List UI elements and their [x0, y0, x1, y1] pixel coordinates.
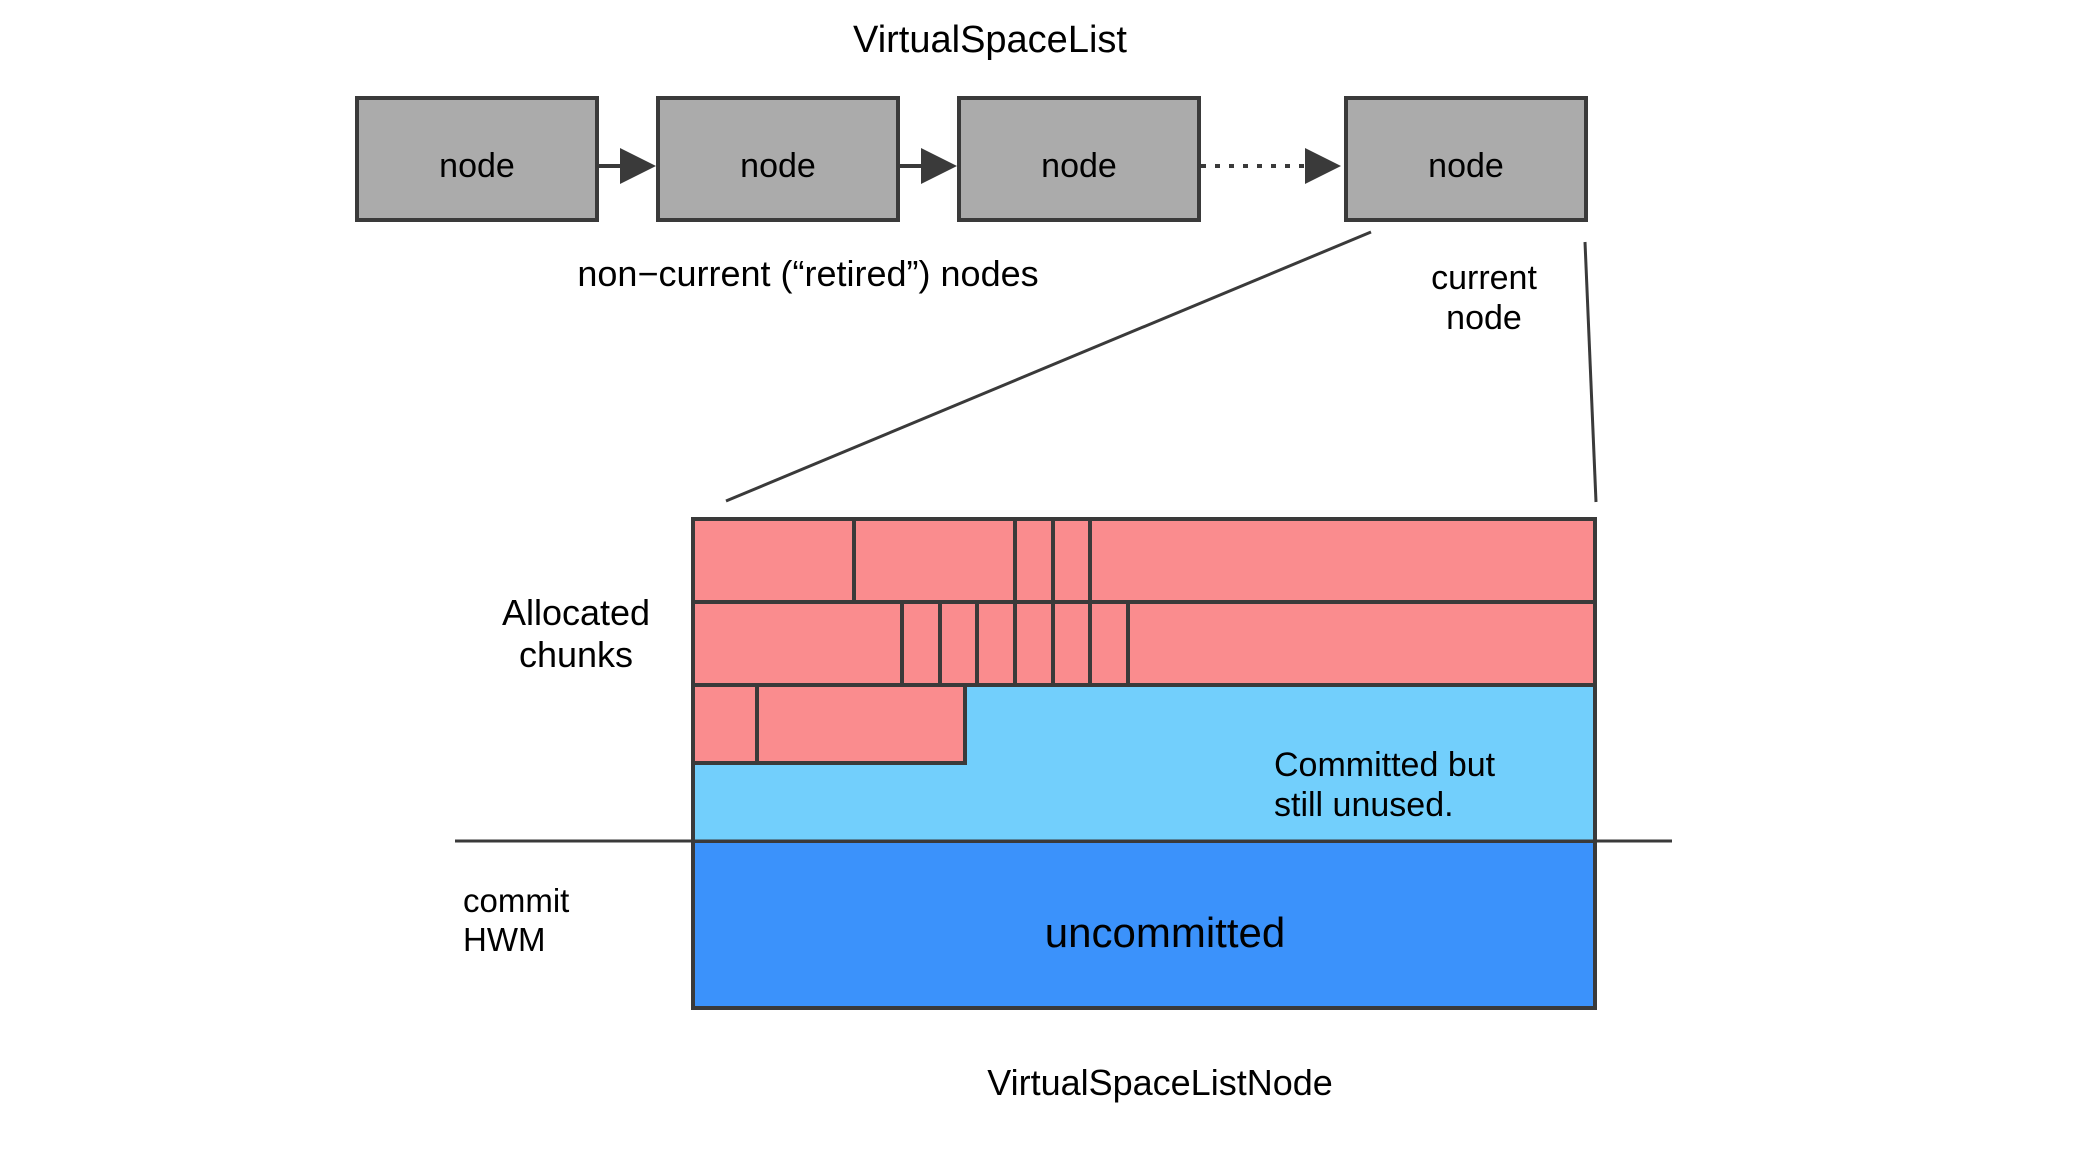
right-leader-line — [1583, 241, 1598, 503]
committed-unused-label: Committed but still unused. — [1274, 746, 1496, 825]
chunk-r3-c1[interactable] — [691, 683, 759, 765]
chunk-r1-c4[interactable] — [1051, 517, 1092, 604]
chunk-r1-c1[interactable] — [691, 517, 856, 604]
chunk-row-1 — [691, 517, 1597, 604]
list-node-label-1: node — [439, 147, 515, 185]
commit-hwm-label: commit HWM — [463, 882, 570, 958]
chunk-r2-c5[interactable] — [1013, 600, 1055, 687]
chunk-r1-c5[interactable] — [1088, 517, 1597, 604]
chunk-r1-c2[interactable] — [852, 517, 1017, 604]
chunk-r2-c3[interactable] — [938, 600, 979, 687]
list-node-label-2: node — [740, 147, 816, 185]
chunk-r3-c2[interactable] — [755, 683, 967, 765]
chunk-row-2 — [691, 600, 1597, 687]
uncommitted-label: uncommitted — [1044, 909, 1286, 956]
chunk-r2-c7[interactable] — [1088, 600, 1130, 687]
retired-nodes-label: non−current (“retired”) nodes — [577, 253, 1039, 294]
chunk-row-3 — [691, 683, 967, 765]
chunk-r2-c1[interactable] — [691, 600, 904, 687]
current-node-label: current node — [1431, 259, 1537, 338]
page-title: VirtualSpaceList — [853, 19, 1127, 61]
list-node-label-4: node — [1428, 147, 1504, 185]
list-node-label-3: node — [1041, 147, 1117, 185]
chunk-r1-c3[interactable] — [1013, 517, 1055, 604]
diagram-caption: VirtualSpaceListNode — [987, 1062, 1333, 1103]
chunk-r2-c6[interactable] — [1051, 600, 1092, 687]
chunk-r2-c8[interactable] — [1126, 600, 1597, 687]
chunk-r2-c4[interactable] — [975, 600, 1017, 687]
allocated-chunks-label: Allocated chunks — [501, 592, 651, 676]
chunk-r2-c2[interactable] — [900, 600, 942, 687]
